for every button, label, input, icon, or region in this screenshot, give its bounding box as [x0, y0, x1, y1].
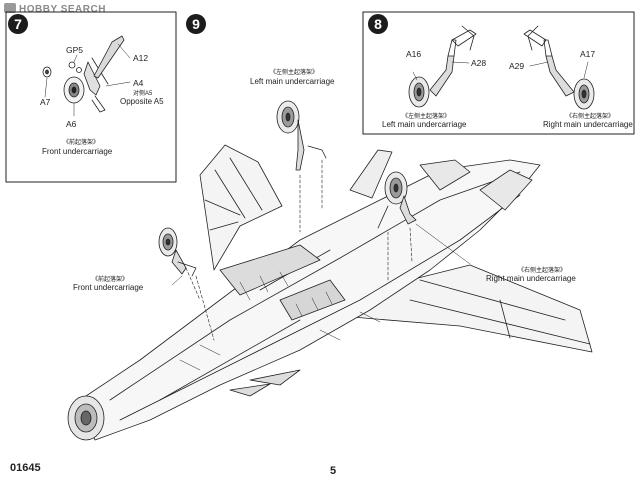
step9-left-gear-drawing — [276, 100, 327, 233]
hobbysearch-watermark: HOBBY SEARCH — [4, 3, 106, 15]
part-label-a28: A28 — [471, 58, 487, 68]
step-7-badge: 7 — [8, 14, 28, 34]
step8-left-caption: Left main undercarriage — [382, 120, 467, 129]
step9-left-caption: Left main undercarriage — [250, 77, 335, 86]
step8-left-gear-drawing — [408, 25, 477, 108]
part-label-a17: A17 — [580, 49, 596, 59]
part-label-a12: A12 — [133, 53, 149, 63]
aircraft-fuselage-drawing — [67, 144, 593, 441]
step9-front-gear-drawing — [158, 227, 215, 341]
step9-right-gear-drawing — [377, 171, 471, 281]
step-8-badge: 8 — [368, 14, 388, 34]
part-label-a16: A16 — [406, 49, 422, 59]
step7-front-gear-drawing — [42, 35, 131, 117]
step9-front-caption-cn: 《前起落架》 — [92, 277, 129, 283]
part-label-a7: A7 — [40, 97, 51, 107]
step9-right-caption-cn: 《右侧主起落架》 — [518, 268, 567, 274]
step9-front-caption: Front undercarriage — [73, 283, 144, 292]
step7-caption: Front undercarriage — [42, 147, 113, 156]
opposite-label: Opposite A5 — [120, 97, 164, 106]
step8-right-caption: Right main undercarriage — [543, 120, 633, 129]
opposite-label-cn: 对侧A5 — [133, 91, 153, 97]
step9-right-caption: Right main undercarriage — [486, 274, 576, 283]
step7-caption-cn: 《前起落架》 — [63, 140, 100, 146]
part-label-a6: A6 — [66, 119, 77, 129]
product-code: 01645 — [10, 462, 41, 474]
step8-right-caption-cn: 《右侧主起落架》 — [566, 114, 615, 120]
step8-left-caption-cn: 《左侧主起落架》 — [402, 114, 451, 120]
watermark-text: HOBBY SEARCH — [19, 4, 106, 15]
part-label-a4: A4 — [133, 78, 144, 88]
part-label-gp5: GP5 — [66, 45, 84, 55]
step-9-badge: 9 — [186, 14, 206, 34]
step9-left-caption-cn: 《左侧主起落架》 — [270, 70, 319, 76]
hobbysearch-logo-icon — [4, 3, 16, 13]
part-label-a29: A29 — [509, 61, 525, 71]
step8-right-gear-drawing — [523, 25, 595, 110]
page-number: 5 — [330, 465, 337, 477]
